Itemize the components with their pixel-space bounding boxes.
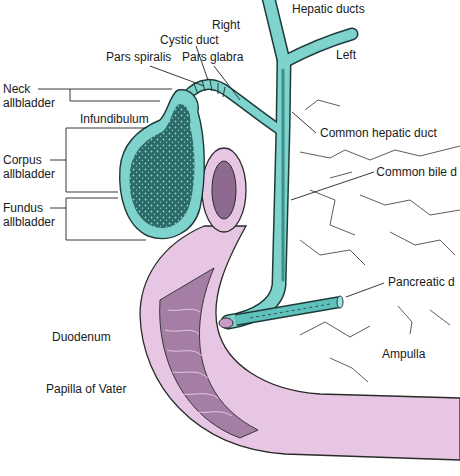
papilla [219,318,233,328]
part-label: Papilla of Vater [46,382,127,396]
pancreas-lobules [300,100,460,382]
part-label: Corpus allbladder [3,153,63,181]
part-label: Left [336,48,356,62]
duodenum [140,226,460,460]
part-label: Hepatic ducts [292,2,365,16]
part-label: Duodenum [52,330,111,344]
mucosal-folds [165,309,232,416]
leader-lines [38,46,384,297]
bile-ducts [186,0,352,322]
spiral-folds [194,80,225,97]
duodenal-mucosa [160,268,258,438]
part-label: Pancreatic d [388,275,455,289]
part-label: Fundus allbladder [3,201,63,229]
duodenum-cross-section [202,148,246,232]
part-label: Ampulla [382,347,425,361]
part-label: Common hepatic duct [320,126,437,140]
part-label: Infundibulum [80,112,149,126]
part-label: Pars glabra [182,50,243,64]
pancreatic-duct [236,296,343,320]
part-label: Cystic duct [160,33,219,47]
part-label: Neck allbladder [3,82,63,110]
duodenal-lumen [212,161,236,219]
part-label: Pars spiralis [106,50,171,64]
part-label: Right [212,18,240,32]
part-label: Common bile d [376,165,457,179]
